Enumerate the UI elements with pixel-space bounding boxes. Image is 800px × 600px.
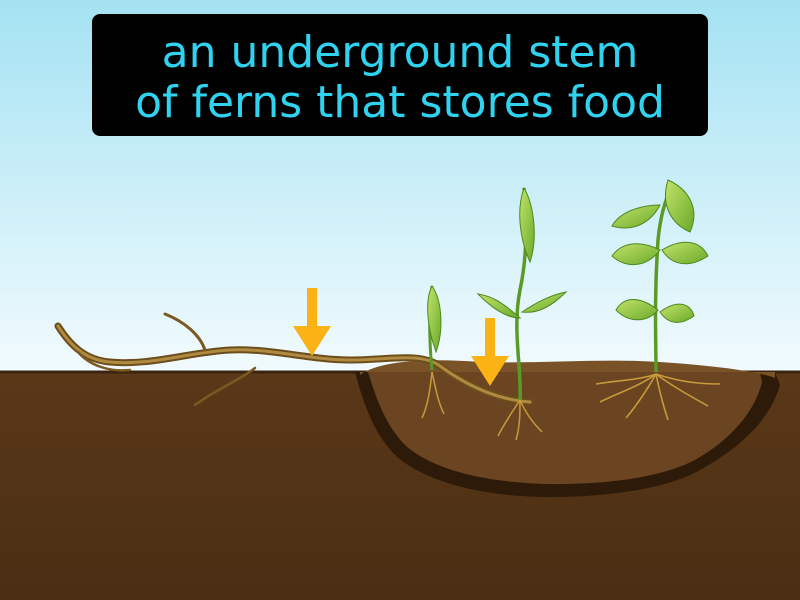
seedling-curved xyxy=(476,186,568,441)
caption-line-2: of ferns that stores food xyxy=(135,77,665,128)
soil-pit-mound xyxy=(360,360,775,378)
definition-caption: an underground stem of ferns that stores… xyxy=(92,14,708,136)
arrow-pointer-left xyxy=(293,288,331,356)
arrow-pointer-right xyxy=(471,318,509,386)
soil-pit-fill xyxy=(368,372,762,485)
seedling-leafy xyxy=(595,179,721,421)
seedling-small xyxy=(421,285,445,419)
rhizome xyxy=(54,312,534,407)
caption-line-1: an underground stem xyxy=(161,27,639,78)
